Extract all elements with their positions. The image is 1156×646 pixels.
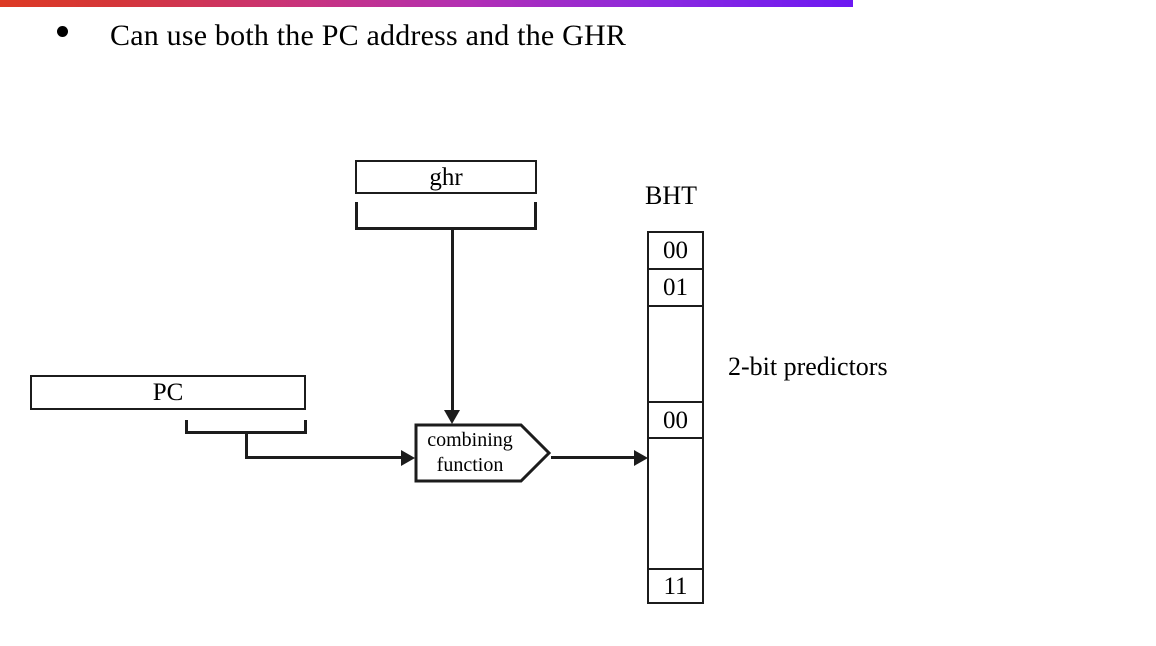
bullet-line: Can use both the PC address and the GHR — [52, 14, 952, 60]
pc-to-combine-arrowhead — [401, 450, 415, 466]
bht-row: 01 — [649, 270, 702, 307]
bht-table: 00 01 00 11 — [647, 231, 704, 604]
bht-row: 00 — [649, 403, 702, 439]
ghr-register-box: ghr — [355, 160, 537, 194]
combine-to-bht-line — [551, 456, 640, 459]
pc-to-combine-line — [245, 456, 409, 459]
ghr-to-combine-line — [451, 227, 454, 417]
combining-function-shape — [414, 423, 551, 483]
pc-label: PC — [152, 379, 184, 406]
bullet-text: Can use both the PC address and the GHR — [110, 19, 627, 52]
ghr-to-combine-arrowhead — [444, 410, 460, 424]
bht-row: 11 — [663, 572, 688, 600]
ghr-bracket-right-stub — [534, 202, 537, 230]
ghr-bracket-left-stub — [355, 202, 358, 230]
pc-bracket-right-stub — [304, 420, 307, 434]
bht-row: 00 — [649, 233, 702, 270]
ghr-label: ghr — [429, 163, 463, 191]
bullet-point-icon — [57, 26, 68, 37]
ghr-bracket-bar — [355, 227, 537, 230]
pc-to-combine-drop — [245, 431, 248, 459]
pc-register-box: PC — [30, 375, 306, 410]
bht-title: BHT — [645, 181, 697, 210]
accent-bar — [0, 0, 853, 7]
pc-bracket-left-stub — [185, 420, 188, 434]
bht-row — [649, 439, 702, 570]
two-bit-predictors-label: 2-bit predictors — [728, 352, 888, 381]
bht-row — [649, 307, 702, 403]
combine-to-bht-arrowhead — [634, 450, 648, 466]
